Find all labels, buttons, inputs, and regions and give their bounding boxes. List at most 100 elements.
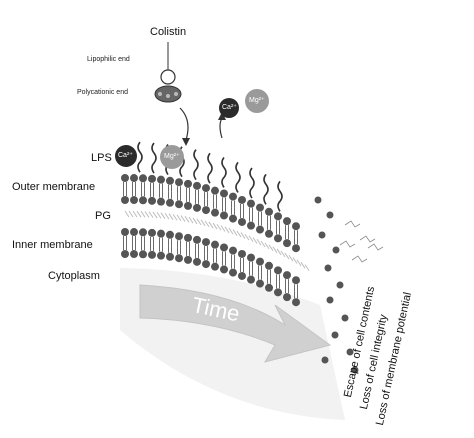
- pg-strand: [300, 261, 306, 269]
- lipid-head: [148, 250, 156, 259]
- lipid-head: [175, 254, 183, 263]
- pg-strand: [152, 211, 158, 219]
- calcium-ion-free: [219, 98, 239, 118]
- lps-chain: [235, 161, 241, 193]
- lipid-head: [265, 229, 273, 238]
- lipid-head: [220, 211, 228, 220]
- calcium-ion-bound-label: Ca²⁺: [118, 152, 133, 159]
- time-arrow: [139, 284, 332, 363]
- lipid-head: [220, 265, 228, 274]
- pg-strand: [220, 225, 226, 232]
- lipid-head: [202, 238, 210, 247]
- pg-strand: [304, 264, 310, 271]
- lipid-head: [238, 195, 246, 204]
- layer-label-pg: PG: [95, 210, 111, 222]
- lps-chain: [263, 173, 269, 205]
- lipid-head: [184, 233, 192, 242]
- scattered-lipid: [351, 366, 359, 374]
- calcium-ion-bound: [115, 145, 137, 167]
- pg-strand: [188, 216, 194, 224]
- lipid-head: [148, 196, 156, 205]
- binding-arrow: [179, 107, 189, 141]
- lipid-head: [229, 192, 237, 201]
- lipid-head: [202, 206, 210, 215]
- layer-label-inner-membrane: Inner membrane: [12, 239, 93, 251]
- scattered-lipid: [346, 348, 354, 356]
- magnesium-ion-bound-label: Mg²⁺: [164, 153, 180, 160]
- pg-strand: [176, 214, 182, 222]
- lipid-head: [283, 271, 291, 280]
- pg-strand: [132, 210, 138, 218]
- pg-strand: [232, 229, 238, 236]
- colistin-molecule: [154, 42, 182, 103]
- pg-strand: [244, 233, 250, 241]
- lps-chain: [151, 142, 157, 174]
- pg-strand: [212, 222, 218, 230]
- lipid-head: [238, 271, 246, 280]
- lipid-head: [193, 203, 201, 212]
- lps-chain: [207, 152, 213, 184]
- pg-strand: [204, 220, 210, 228]
- lps-chain: [193, 149, 199, 181]
- lipid-head: [211, 208, 219, 217]
- lipid-head: [256, 225, 264, 234]
- lipid-head: [166, 176, 174, 185]
- lipid-head: [220, 243, 228, 252]
- colistin-label: Colistin: [150, 26, 187, 38]
- pg-strand: [196, 218, 202, 226]
- lipid-head: [121, 174, 129, 182]
- lipid-head: [211, 262, 219, 271]
- pg-strand: [224, 226, 230, 234]
- lipid-head: [157, 175, 165, 184]
- lipid-head: [265, 207, 273, 216]
- scattered-lipid: [326, 296, 334, 304]
- lipid-head: [238, 249, 246, 258]
- pg-strand: [200, 219, 206, 227]
- scattered-lipid: [314, 196, 322, 204]
- lipid-head: [193, 181, 201, 190]
- lipid-head: [256, 203, 264, 212]
- lipid-head: [121, 228, 129, 236]
- release-arrow: [219, 117, 223, 139]
- lipid-head: [265, 261, 273, 270]
- pg-strand: [156, 211, 162, 219]
- lipid-head: [139, 250, 147, 259]
- lipid-head: [292, 276, 300, 285]
- cell-content-fragment: [359, 235, 376, 243]
- lipid-head: [202, 184, 210, 193]
- pg-strand: [168, 213, 174, 220]
- lipid-head: [256, 279, 264, 288]
- lipid-head: [121, 250, 129, 258]
- pg-strand: [128, 210, 134, 218]
- lipid-head: [184, 201, 192, 210]
- lipid-head: [211, 240, 219, 249]
- pg-strand: [260, 240, 266, 248]
- pg-strand: [288, 254, 294, 262]
- pg-strand: [148, 211, 154, 218]
- scattered-lipid: [318, 231, 326, 239]
- lipid-head: [274, 212, 282, 221]
- pg-strand: [160, 212, 166, 219]
- lipid-head: [175, 200, 183, 209]
- pg-strand: [140, 210, 146, 218]
- lps-chain: [137, 141, 143, 173]
- scattered-lipid: [336, 281, 344, 289]
- lipid-head: [130, 174, 138, 183]
- lipid-head: [202, 260, 210, 269]
- pg-strand: [292, 257, 298, 264]
- lipid-head: [292, 244, 300, 253]
- cell-content-fragment: [351, 255, 368, 263]
- pg-strand: [208, 221, 214, 229]
- magnesium-ion-free-label: Mg²⁺: [249, 97, 265, 104]
- lipid-head: [139, 228, 147, 237]
- lipid-head: [139, 174, 147, 183]
- lps-chain: [221, 156, 227, 188]
- lipid-head: [157, 197, 165, 206]
- pg-strand: [144, 211, 150, 218]
- pg-strand: [124, 210, 130, 218]
- lipid-head: [121, 196, 129, 204]
- lipid-head: [166, 198, 174, 207]
- pg-strand: [192, 217, 198, 225]
- pg-strand: [256, 238, 262, 246]
